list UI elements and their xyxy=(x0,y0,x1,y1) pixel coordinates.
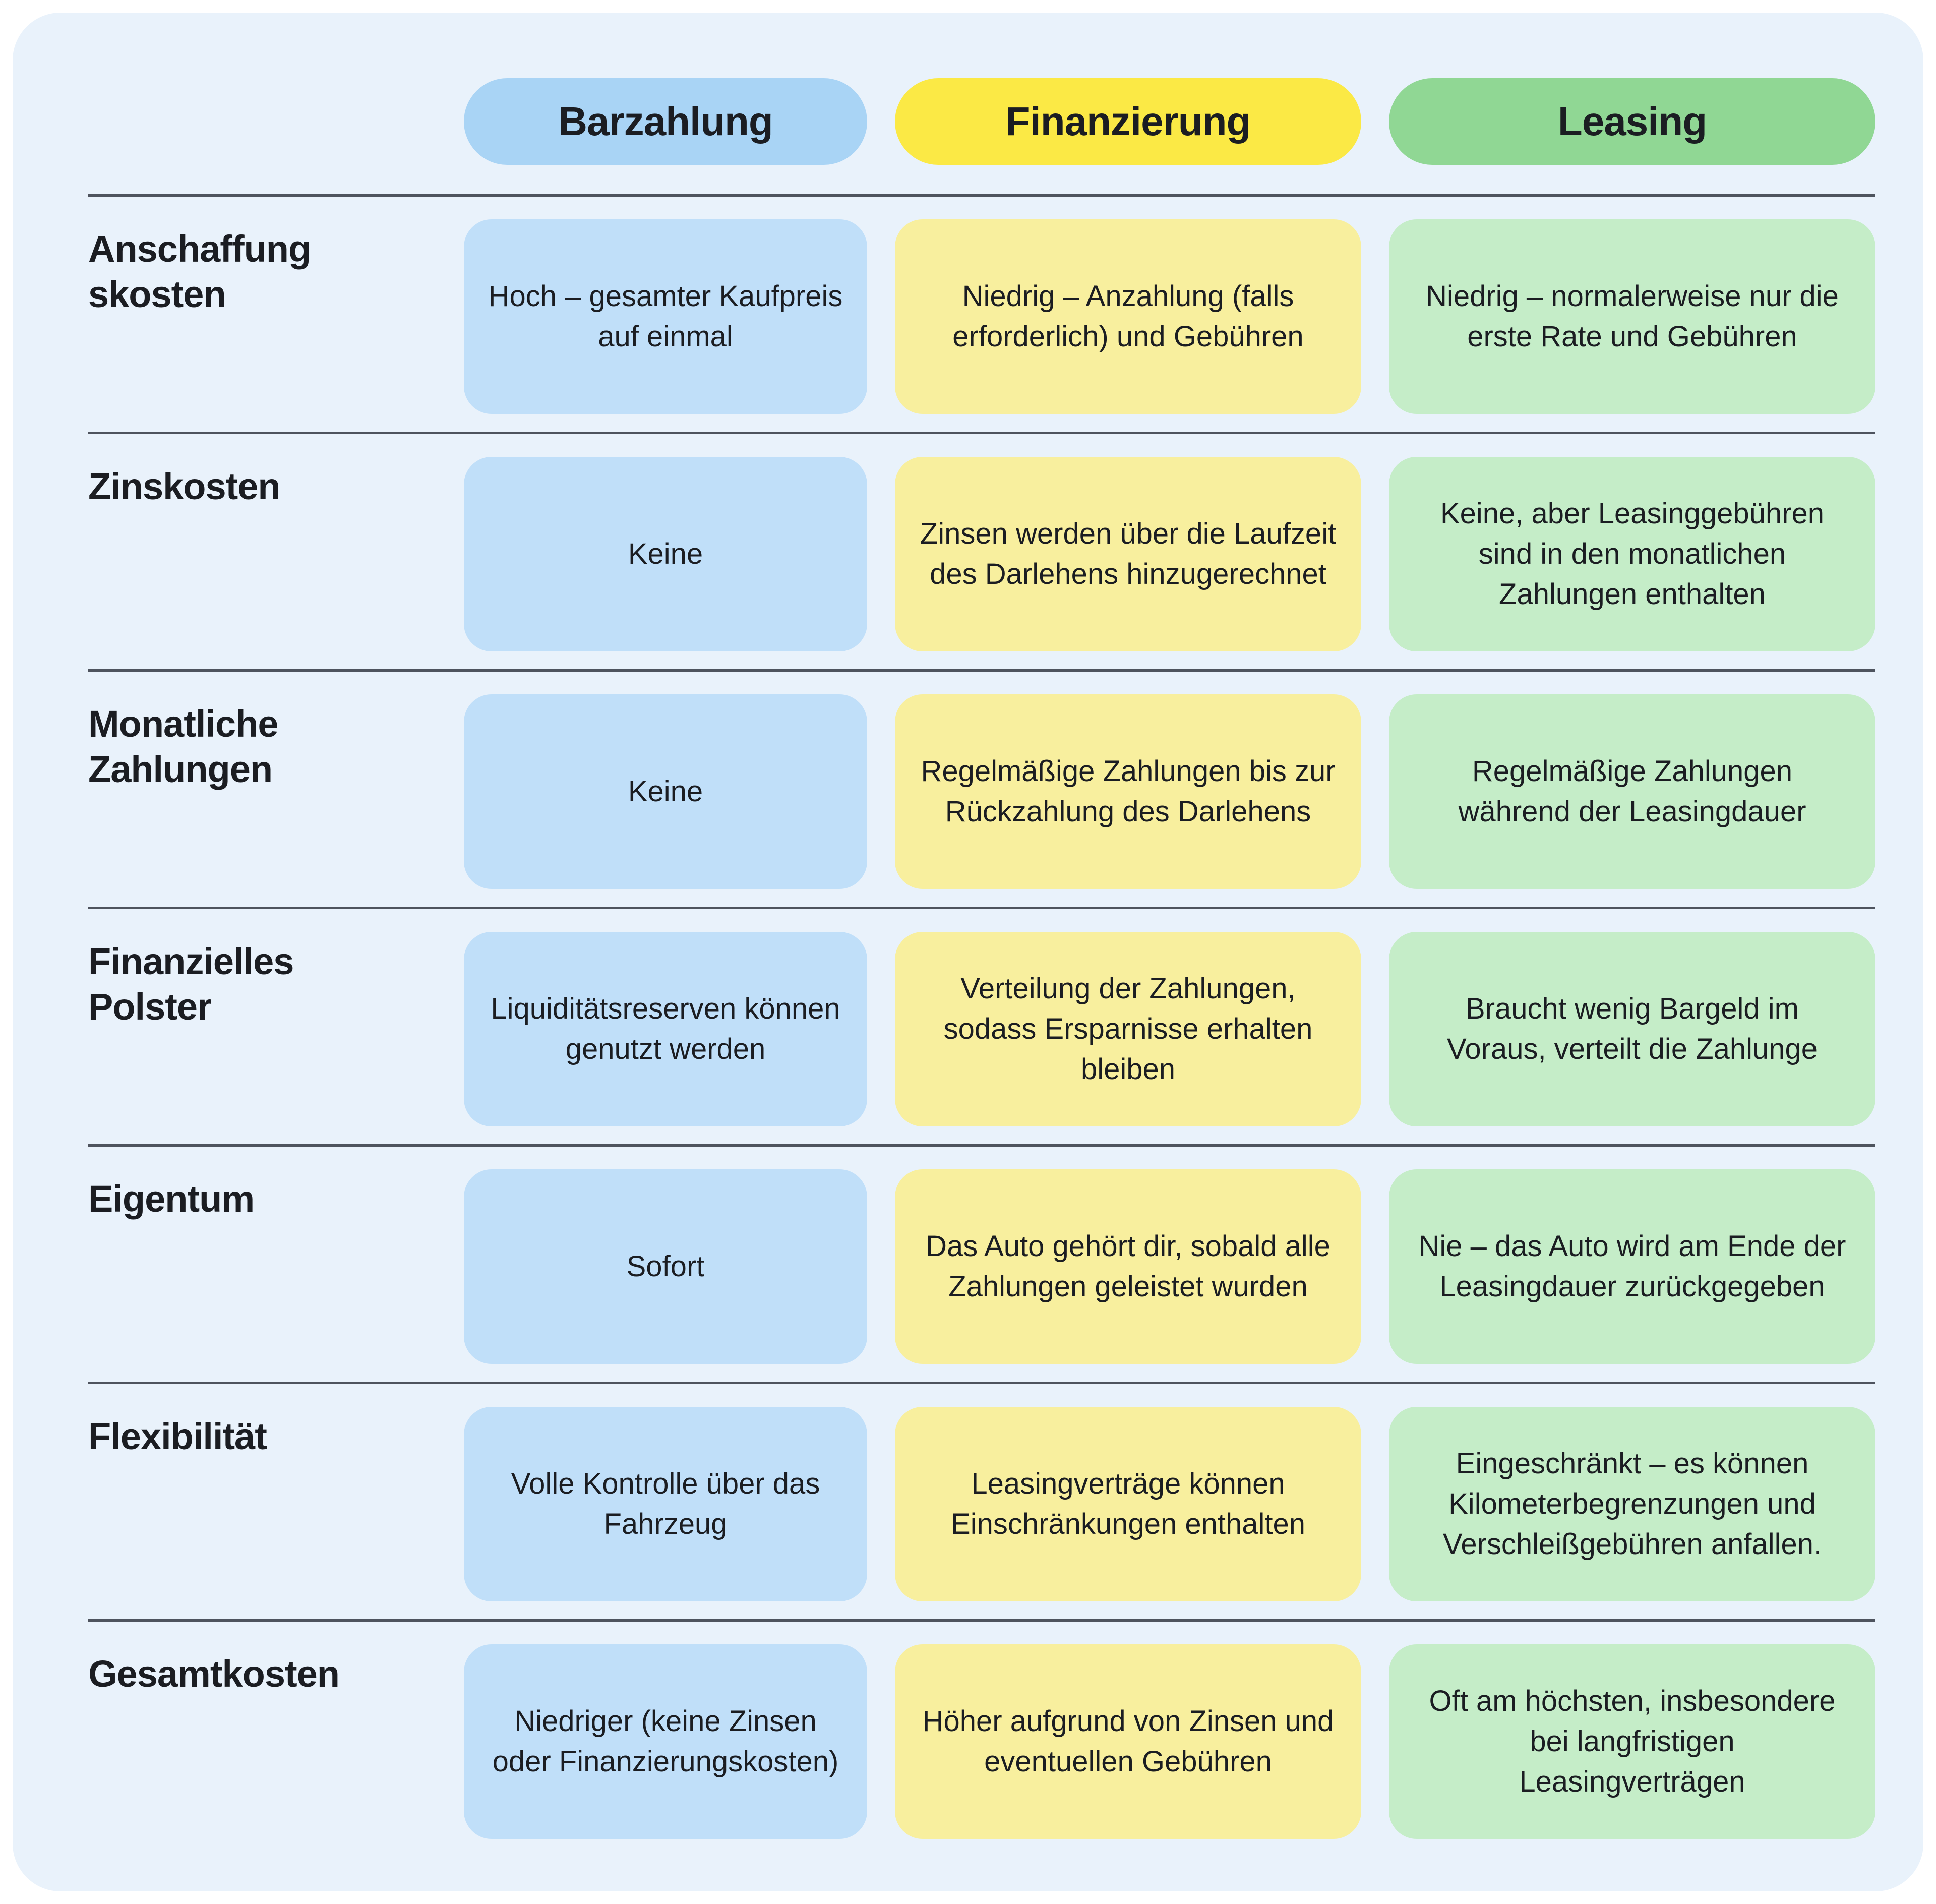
row-label-flexibilitaet: Flexibilität xyxy=(88,1415,267,1457)
cell-anschaffungskosten-leasing: Niedrig – normalerweise nur die erste Ra… xyxy=(1389,219,1876,414)
cell-monatliche-zahlungen-leasing: Regelmäßige Zahlungen während der Leasin… xyxy=(1389,694,1876,889)
table-row-gesamtkosten: Gesamtkosten Niedriger (keine Zinsen ode… xyxy=(88,1622,1876,1857)
cell-finanzielles-polster-finanzierung: Verteilung der Zahlungen, sodass Ersparn… xyxy=(895,932,1361,1126)
header-spacer xyxy=(88,78,436,165)
table-row-eigentum: Eigentum Sofort Das Auto gehört dir, sob… xyxy=(88,1147,1876,1382)
table-row-monatliche-zahlungen: Monatliche Zahlungen Keine Regelmäßige Z… xyxy=(88,672,1876,907)
row-divider xyxy=(88,194,1876,197)
cell-eigentum-barzahlung: Sofort xyxy=(464,1169,867,1364)
row-divider xyxy=(88,1619,1876,1622)
row-divider xyxy=(88,1382,1876,1384)
table-row-anschaffungskosten: Anschaffung​skosten Hoch – gesamter Kauf… xyxy=(88,197,1876,432)
cell-anschaffungskosten-finanzierung: Niedrig – Anzahlung (falls erforderlich)… xyxy=(895,219,1361,414)
row-label-finanzielles-polster: Finanzielles Polster xyxy=(88,940,294,1028)
cell-anschaffungskosten-barzahlung: Hoch – gesamter Kaufpreis auf einmal xyxy=(464,219,867,414)
cell-monatliche-zahlungen-finanzierung: Regelmäßige Zahlungen bis zur Rückzahlun… xyxy=(895,694,1361,889)
cell-finanzielles-polster-leasing: Braucht wenig Bargeld im Voraus, verteil… xyxy=(1389,932,1876,1126)
table-row-finanzielles-polster: Finanzielles Polster Liquiditätsreserven… xyxy=(88,909,1876,1144)
row-divider xyxy=(88,432,1876,434)
cell-zinskosten-leasing: Keine, aber Leasinggebühren sind in den … xyxy=(1389,457,1876,651)
row-divider xyxy=(88,1144,1876,1147)
cell-eigentum-finanzierung: Das Auto gehört dir, sobald alle Zahlung… xyxy=(895,1169,1361,1364)
table-row-flexibilitaet: Flexibilität Volle Kontrolle über das Fa… xyxy=(88,1384,1876,1619)
column-header-leasing: Leasing xyxy=(1389,78,1876,165)
cell-zinskosten-finanzierung: Zinsen werden über die Laufzeit des Darl… xyxy=(895,457,1361,651)
row-label-gesamtkosten: Gesamtkosten xyxy=(88,1653,340,1695)
cell-flexibilitaet-finanzierung: Leasingverträge können Einschränkungen e… xyxy=(895,1407,1361,1601)
cell-flexibilitaet-barzahlung: Volle Kontrolle über das Fahrzeug xyxy=(464,1407,867,1601)
column-header-row: Barzahlung Finanzierung Leasing xyxy=(88,78,1876,165)
row-label-eigentum: Eigentum xyxy=(88,1178,255,1220)
table-row-zinskosten: Zinskosten Keine Zinsen werden über die … xyxy=(88,434,1876,669)
row-divider xyxy=(88,669,1876,672)
row-divider xyxy=(88,907,1876,909)
cell-finanzielles-polster-barzahlung: Liquiditätsreserven können genutzt werde… xyxy=(464,932,867,1126)
cell-gesamtkosten-leasing: Oft am höchsten, insbesondere bei langfr… xyxy=(1389,1644,1876,1839)
row-label-zinskosten: Zinskosten xyxy=(88,465,281,507)
cell-eigentum-leasing: Nie – das Auto wird am Ende der Leasingd… xyxy=(1389,1169,1876,1364)
cell-flexibilitaet-leasing: Eingeschränkt – es können Kilometerbegre… xyxy=(1389,1407,1876,1601)
row-label-anschaffungskosten: Anschaffung​skosten xyxy=(88,228,311,316)
cell-zinskosten-barzahlung: Keine xyxy=(464,457,867,651)
cell-monatliche-zahlungen-barzahlung: Keine xyxy=(464,694,867,889)
cell-gesamtkosten-barzahlung: Niedriger (keine Zinsen oder Finanzierun… xyxy=(464,1644,867,1839)
cell-gesamtkosten-finanzierung: Höher aufgrund von Zinsen und eventuelle… xyxy=(895,1644,1361,1839)
column-header-barzahlung: Barzahlung xyxy=(464,78,867,165)
row-label-monatliche-zahlungen: Monatliche Zahlungen xyxy=(88,703,278,791)
column-header-finanzierung: Finanzierung xyxy=(895,78,1361,165)
comparison-table: Barzahlung Finanzierung Leasing Anschaff… xyxy=(13,13,1923,1891)
